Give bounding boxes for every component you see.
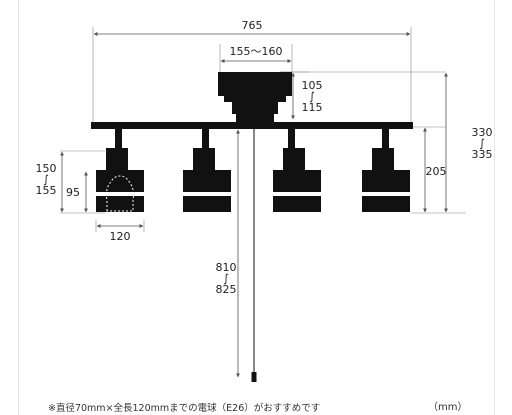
label-total-height: 330 ∫ 335 <box>471 126 493 161</box>
spotlight-rail <box>91 122 413 129</box>
label-bulb-height: 95 <box>66 186 80 199</box>
spotlight-2 <box>183 129 231 212</box>
spotlight-3 <box>273 129 321 212</box>
label-shade-height: 150 ∫ 155 <box>35 162 57 197</box>
bulb-recommendation-note: ※直径70mm×全長120mmまでの電球（E26）がおすすめです <box>48 403 321 414</box>
label-overall-width: 765 <box>241 19 263 32</box>
extension-lines <box>60 27 466 232</box>
label-cord-length: 810 ∫ 825 <box>215 261 237 296</box>
left-page-border <box>18 0 19 415</box>
ceiling-canopy <box>218 72 292 122</box>
spotlight-1 <box>96 129 144 212</box>
label-canopy-width: 155〜160 <box>229 45 283 58</box>
right-page-border <box>494 0 495 415</box>
pull-cord-handle <box>251 372 257 382</box>
label-canopy-height: 105 ∫ 115 <box>301 79 323 114</box>
spotlight-4 <box>362 129 410 212</box>
bulb-outline <box>105 175 135 212</box>
dimension-lines <box>60 32 448 378</box>
label-shade-width: 120 <box>109 230 131 243</box>
label-rail-to-shade: 205 <box>425 165 447 178</box>
unit-label: （mm） <box>428 402 468 413</box>
